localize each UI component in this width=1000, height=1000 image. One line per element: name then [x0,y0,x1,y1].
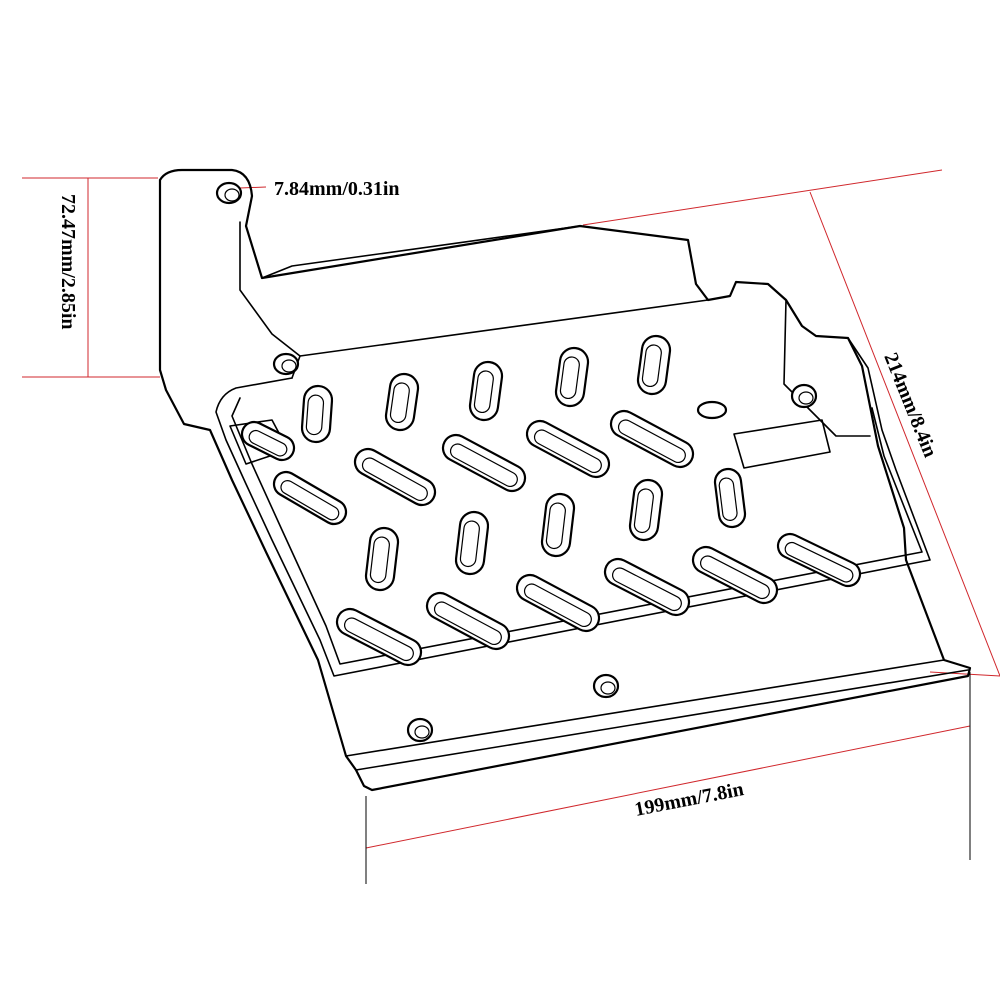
vent-slot-outline [300,384,334,444]
vent-slot-outline [425,591,511,651]
vent-slot [364,526,400,592]
upper-panel-fold [299,299,709,357]
vent-slot [609,409,695,469]
width-label: 199mm/7.8in [633,778,746,821]
vent-slot-inner [280,480,340,521]
hole-front-center [592,673,620,699]
plate-inner-rim-2 [231,397,923,665]
vent-slot-inner [617,419,686,464]
vent-slot-inner [449,443,518,488]
vent-slot [335,607,423,667]
vent-slot-inner [545,502,566,550]
vent-slot-inner [718,477,738,522]
vent-slot-inner [611,567,682,612]
skid-plate [158,168,972,792]
vent-slot-outline [603,557,691,617]
vent-slot [525,419,611,479]
plate-inner-rim [215,337,931,677]
vent-slot-outline [515,573,601,633]
width-dimension-line [365,725,971,849]
vent-slot-outline [335,607,423,667]
vent-slot-inner [784,541,854,583]
vent-slot-outline [468,360,504,422]
hole-left-mid [272,352,300,376]
height-label: 72.47mm/2.85in [57,194,79,330]
front-lip-bottom [355,669,969,771]
vent-slot [384,372,420,432]
dimension-labels: 7.84mm/0.31in 72.47mm/2.85in 214mm/8.4in… [57,178,941,821]
vent-slot-outline [525,419,611,479]
vent-slot [515,573,601,633]
vent-slot-outline [272,470,348,526]
vent-slot-outline [776,532,862,588]
vent-slot-inner [369,536,390,584]
vent-slot [240,420,296,462]
plate-outer-outline [158,168,972,792]
length-extension-bottom [929,671,1000,677]
vent-slot-inner [459,520,480,568]
vent-slot-outline [353,447,437,507]
length-dimension-line [809,191,1000,677]
vent-slot [554,346,590,408]
vent-slot-inner [533,429,602,474]
dimension-lines [22,169,1000,884]
right-shelf [733,419,831,469]
vent-slot [636,334,672,396]
vent-slot [300,384,334,444]
vent-slot-outline [628,478,664,542]
hole-leader-line [239,186,267,189]
vent-slot-inner [433,601,502,646]
vent-slot [628,478,664,542]
vent-slot [425,591,511,651]
vent-slots [240,334,862,667]
vent-slot [272,470,348,526]
hole-small-right [696,400,728,420]
vent-slot-inner [389,382,410,424]
vent-slot-outline [384,372,420,432]
vent-slot [468,360,504,422]
vent-slot-outline [441,433,527,493]
front-lip-top [345,659,945,757]
vent-slot [441,433,527,493]
vent-slot [353,447,437,507]
vent-slot [691,545,779,605]
vent-slot-inner [641,344,662,388]
vent-slot-outline [636,334,672,396]
vent-slot [603,557,691,617]
length-label: 214mm/8.4in [879,350,941,461]
vent-slot [776,532,862,588]
hole-right-tab [790,383,818,409]
vent-slot-inner [633,488,654,534]
mounting-holes [215,181,818,743]
vent-slot-outline [609,409,695,469]
hole-top-bracket [215,181,243,205]
vent-slot-inner [559,356,580,400]
vent-slot-inner [523,583,592,628]
right-tab-outline [783,299,871,437]
vent-slot [454,510,490,576]
vent-slot [540,492,576,558]
hole-diameter-label: 7.84mm/0.31in [274,178,400,200]
vent-slot-outline [691,545,779,605]
vent-slot [713,467,747,529]
vent-slot-outline [240,420,296,462]
vent-slot-inner [248,429,288,457]
vent-slot-outline [713,467,747,529]
vent-slot-inner [699,555,770,600]
vent-slot-inner [305,394,325,436]
vent-slot-inner [473,370,494,414]
length-extension-top [582,169,943,226]
rear-lip-line [261,225,581,279]
hole-front-left [406,717,434,743]
vent-slot-inner [361,457,428,502]
vent-slot-outline [554,346,590,408]
vent-slot-inner [343,617,414,662]
